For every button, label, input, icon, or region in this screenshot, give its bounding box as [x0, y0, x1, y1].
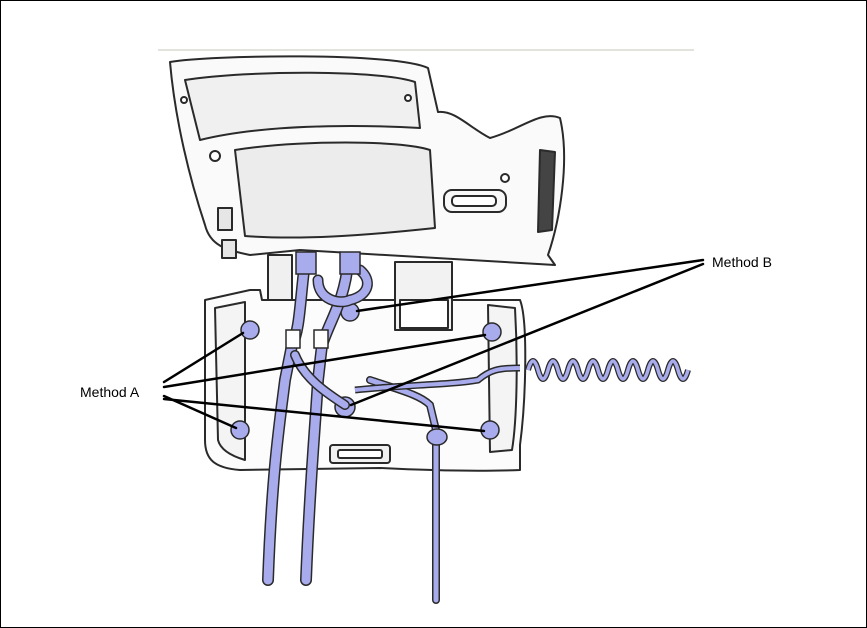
power-plug: [426, 428, 448, 446]
method-a-label: Method A: [80, 384, 140, 400]
power-cable: [366, 376, 440, 604]
phone-upper-body: [169, 55, 566, 266]
method-a-leader-1: [162, 331, 245, 384]
handset-cord: [354, 358, 691, 394]
method-a-leader-2: [162, 333, 487, 389]
method-b-leader-1: [355, 258, 705, 313]
method-a-leader-4: [162, 397, 486, 433]
method-b-label: Method B: [712, 254, 772, 270]
cable-connectors: [285, 251, 361, 349]
mounting-hole-top-left: [240, 320, 260, 340]
mounting-hole-bottom-left: [230, 420, 250, 440]
mounting-hole-top-right: [482, 322, 502, 342]
network-cables: [262, 256, 373, 586]
method-b-leader-2: [349, 262, 705, 407]
callout-lines: [162, 258, 705, 433]
